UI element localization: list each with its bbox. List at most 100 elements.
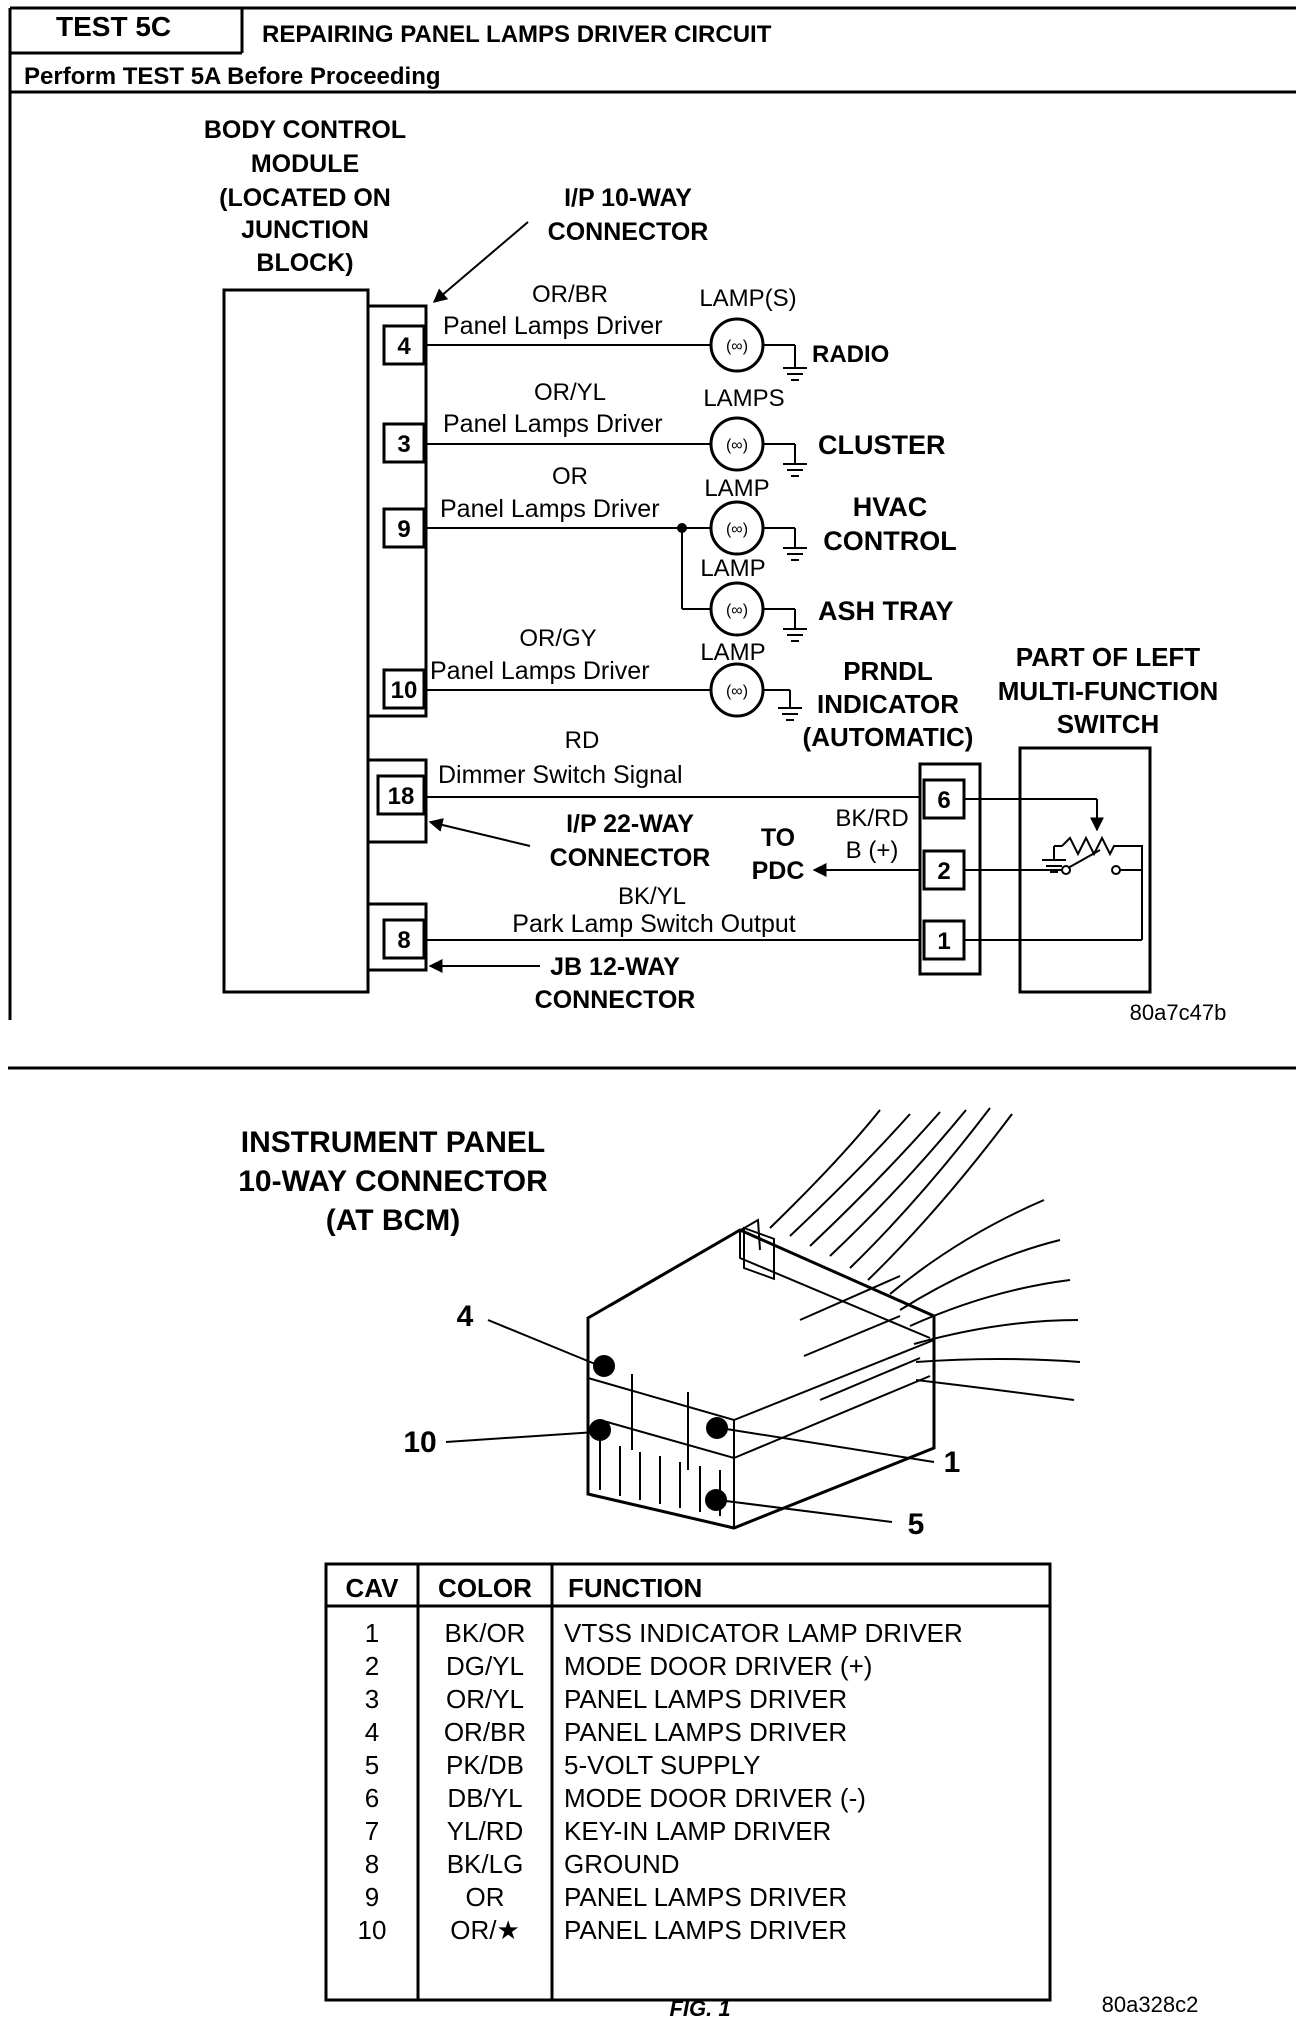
cell-function: VTSS INDICATOR LAMP DRIVER xyxy=(564,1618,963,1648)
header-cav: CAV xyxy=(346,1573,400,1603)
cell-function: MODE DOOR DRIVER (+) xyxy=(564,1651,872,1681)
svg-text:BLOCK): BLOCK) xyxy=(256,249,353,277)
bcm-body xyxy=(222,288,370,994)
cavity-4-dot xyxy=(593,1355,615,1377)
schematic: BODY CONTROL MODULE (LOCATED ON JUNCTION… xyxy=(204,116,1226,1025)
table-row: 8 BK/LG GROUND xyxy=(365,1849,680,1879)
svg-text:(∞): (∞) xyxy=(726,437,748,454)
cell-cav: 4 xyxy=(365,1717,379,1747)
cell-function: GROUND xyxy=(564,1849,680,1879)
svg-text:10: 10 xyxy=(403,1426,436,1459)
table-row: 4 OR/BR PANEL LAMPS DRIVER xyxy=(365,1717,847,1747)
pin-4: 4 xyxy=(382,324,426,366)
test-id: TEST 5C xyxy=(56,11,171,42)
switch-label-2: MULTI-FUNCTION xyxy=(998,676,1218,706)
ground-icon xyxy=(783,444,807,477)
svg-text:JUNCTION: JUNCTION xyxy=(241,216,369,244)
circuit-cluster: OR/YL LAMPS Panel Lamps Driver (∞) CLUST… xyxy=(426,379,946,477)
svg-text:10: 10 xyxy=(391,677,418,704)
svg-text:3: 3 xyxy=(397,431,410,458)
switch-label-1: PART OF LEFT xyxy=(1016,642,1201,672)
table-row: 1 BK/OR VTSS INDICATOR LAMP DRIVER xyxy=(365,1618,963,1648)
wire-color: OR/GY xyxy=(519,625,596,652)
svg-text:1: 1 xyxy=(937,928,950,955)
circuit-dimmer: RD Dimmer Switch Signal xyxy=(426,727,920,798)
svg-text:(∞): (∞) xyxy=(726,602,748,619)
lamp-label: LAMP xyxy=(700,555,765,582)
target-label-3: (AUTOMATIC) xyxy=(803,722,974,752)
cell-color: BK/OR xyxy=(445,1618,526,1648)
connector-figure-code: 80a328c2 xyxy=(1102,1992,1199,2017)
pin-9: 9 xyxy=(382,507,426,549)
switch-label-3: SWITCH xyxy=(1057,709,1160,739)
b-plus-label: B (+) xyxy=(846,837,899,864)
connector-illustration: INSTRUMENT PANEL 10-WAY CONNECTOR (AT BC… xyxy=(238,1107,1081,1541)
ip10-arrow xyxy=(432,221,529,303)
switch-pin-1: 1 xyxy=(922,919,966,961)
cell-cav: 9 xyxy=(365,1882,379,1912)
wire-color: OR/BR xyxy=(532,281,608,308)
callout-5: 5 xyxy=(717,1499,924,1541)
cell-color: OR/BR xyxy=(444,1717,526,1747)
wire-color: OR xyxy=(552,463,588,490)
circuit-name: Park Lamp Switch Output xyxy=(512,910,796,938)
switch-internals xyxy=(964,798,1143,941)
ip22-arrow xyxy=(428,818,531,847)
pin-3: 3 xyxy=(382,422,426,464)
switch-pin-6: 6 xyxy=(922,778,966,820)
target-label-2: CONTROL xyxy=(823,526,956,556)
schematic-figure-code: 80a7c47b xyxy=(1130,1000,1227,1025)
pin-8: 8 xyxy=(382,918,426,960)
target-label-2: INDICATOR xyxy=(817,689,959,719)
svg-text:2: 2 xyxy=(937,858,950,885)
circuit-name: Panel Lamps Driver xyxy=(443,410,663,438)
circuit-park-lamp: BK/YL Park Lamp Switch Output xyxy=(426,883,920,941)
ip10-label-1: I/P 10-WAY xyxy=(564,184,692,212)
ip10-label-2: CONNECTOR xyxy=(548,218,709,246)
connector-body xyxy=(586,1218,936,1530)
cell-cav: 8 xyxy=(365,1849,379,1879)
cell-cav: 1 xyxy=(365,1618,379,1648)
table-header: CAV COLOR FUNCTION xyxy=(346,1573,703,1603)
cell-function: PANEL LAMPS DRIVER xyxy=(564,1717,847,1747)
ip22-label-1: I/P 22-WAY xyxy=(566,810,694,838)
svg-text:MODULE: MODULE xyxy=(251,150,359,178)
figure-label: FIG. 1 xyxy=(669,1996,730,2021)
cell-color: PK/DB xyxy=(446,1750,524,1780)
cell-color: DG/YL xyxy=(446,1651,524,1681)
lamp-label: LAMP(S) xyxy=(699,285,796,312)
callout-10: 10 xyxy=(403,1426,597,1459)
to-pdc-label-2: PDC xyxy=(752,857,805,885)
target-label-1: HVAC xyxy=(853,492,928,522)
svg-text:(∞): (∞) xyxy=(726,683,748,700)
svg-text:8: 8 xyxy=(397,927,410,954)
cell-function: PANEL LAMPS DRIVER xyxy=(564,1882,847,1912)
prerequisite: Perform TEST 5A Before Proceeding xyxy=(24,63,441,90)
svg-text:4: 4 xyxy=(397,333,411,360)
cell-color: OR/YL xyxy=(446,1684,524,1714)
circuit-radio: OR/BR LAMP(S) Panel Lamps Driver (∞) RAD… xyxy=(426,281,889,381)
lamp-label: LAMPS xyxy=(703,385,784,412)
callout-1: 1 xyxy=(719,1427,960,1479)
connector-title-1: INSTRUMENT PANEL xyxy=(241,1126,545,1159)
svg-text:(∞): (∞) xyxy=(726,521,748,538)
pin-table: CAV COLOR FUNCTION 1 BK/OR VTSS INDICATOR … xyxy=(324,1562,1052,2002)
target-label-1: PRNDL xyxy=(843,656,933,686)
cell-function: PANEL LAMPS DRIVER xyxy=(564,1684,847,1714)
cell-function: KEY-IN LAMP DRIVER xyxy=(564,1816,831,1846)
cell-color: BK/LG xyxy=(447,1849,524,1879)
circuit-name: Panel Lamps Driver xyxy=(430,657,650,685)
ground-icon xyxy=(1042,846,1066,873)
circuit-hvac: OR LAMP Panel Lamps Driver (∞) HVAC CONT… xyxy=(426,463,957,561)
ip22-label-2: CONNECTOR xyxy=(550,844,711,872)
circuit-name: Panel Lamps Driver xyxy=(440,495,660,523)
svg-text:(∞): (∞) xyxy=(726,338,748,355)
circuit-ash-tray: LAMP (∞) ASH TRAY xyxy=(681,528,954,642)
header-color: COLOR xyxy=(438,1573,532,1603)
